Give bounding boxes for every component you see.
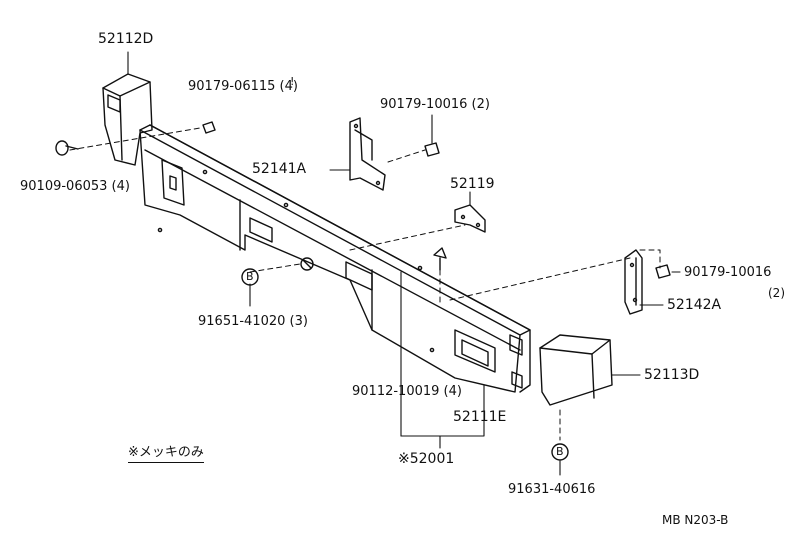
clip-left — [300, 257, 314, 271]
bracket-right — [624, 249, 643, 315]
clip-badge-left — [241, 268, 259, 286]
label-nut-right: 90179-10016 — [684, 265, 772, 280]
clip-badge-right — [551, 443, 569, 461]
bracket-left — [349, 117, 386, 191]
label-nut-mid: 90179-10016 (2) — [380, 97, 490, 112]
label-bolt-left: 90109-06053 (4) — [20, 179, 130, 194]
plating-note: ※メッキのみ — [128, 446, 204, 463]
nut-mid — [424, 142, 440, 157]
bumper-reinforcement-beam — [139, 124, 531, 393]
label-corner-right: 52113D — [644, 367, 700, 383]
label-stay: 52119 — [450, 176, 495, 192]
label-clip-left: 91651-41020 (3) — [198, 314, 308, 329]
label-nut-left-suffix: ! — [290, 75, 295, 88]
clip-right-marker: B — [556, 445, 564, 458]
stay-bracket — [454, 204, 486, 233]
label-nut-left: 90179-06115 (4) — [188, 79, 298, 94]
label-bracket-left: 52141A — [252, 161, 307, 177]
label-nut-right-qty: (2) — [768, 286, 785, 300]
nut-left — [202, 121, 216, 134]
assembly-lines — [69, 127, 661, 441]
label-clip-right: 91631-40616 — [508, 482, 596, 497]
corner-cap-left — [102, 73, 153, 166]
label-bolt-center: 90112-10019 (4) — [352, 384, 462, 399]
label-bumper-assy: ※52001 — [398, 451, 455, 467]
label-reinforcement: 52111E — [453, 409, 507, 425]
label-bracket-right: 52142A — [667, 297, 722, 313]
nut-right — [655, 264, 671, 279]
bolt-left — [55, 140, 79, 156]
corner-cap-right — [539, 334, 613, 406]
leader-lines — [127, 51, 681, 476]
clip-left-marker: B — [246, 270, 254, 283]
diagram-code: MB N203-B — [662, 513, 729, 527]
bolt-center — [433, 247, 447, 271]
label-corner-left: 52112D — [98, 31, 154, 47]
